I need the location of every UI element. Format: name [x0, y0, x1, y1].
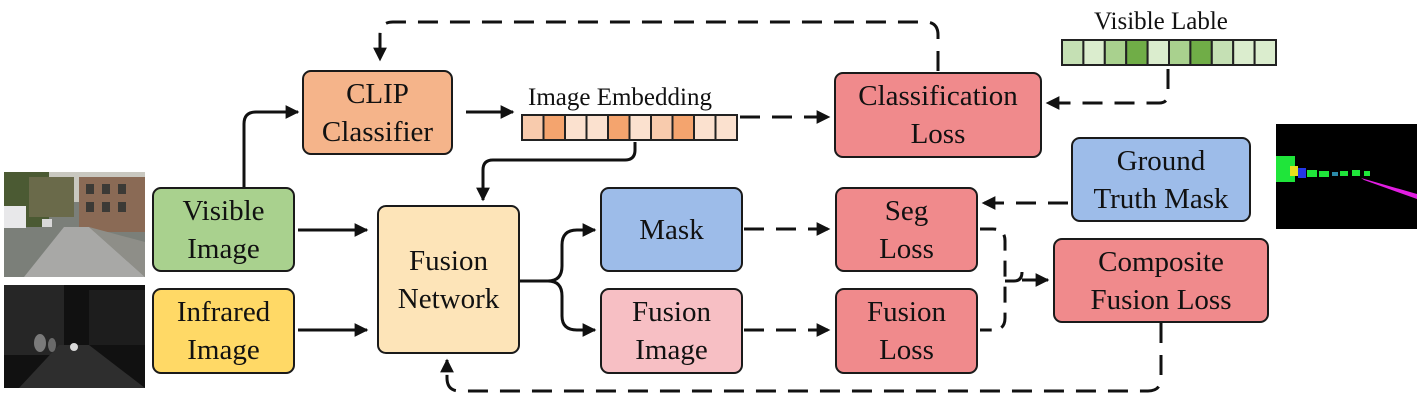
fusion-loss-box: Fusion Loss [835, 288, 978, 374]
label-cell [1061, 39, 1085, 66]
label-cell [1210, 39, 1235, 66]
visible-image-box: Visible Image [152, 187, 295, 272]
embedding-cell [714, 114, 738, 141]
embedding-cell [607, 114, 631, 141]
visible-label-caption: Visible Lable [1094, 8, 1228, 35]
image-embedding-vector [521, 114, 738, 141]
label-cell [1232, 39, 1256, 66]
embedding-cell [628, 114, 652, 141]
embedding-cell [585, 114, 609, 141]
classification-loss-box: Classification Loss [834, 72, 1042, 158]
visible-label-vector [1061, 39, 1277, 66]
seg-loss-box: Seg Loss [835, 187, 978, 272]
label-cell [1189, 39, 1213, 66]
embedding-cell [671, 114, 695, 141]
embedding-cell [650, 114, 674, 141]
label-cell [1125, 39, 1149, 66]
fusion-network-box: Fusion Network [377, 205, 520, 354]
label-cell [1082, 39, 1106, 66]
embedding-cell [693, 114, 717, 141]
label-cell [1168, 39, 1192, 66]
composite-fusion-loss-box: Composite Fusion Loss [1053, 238, 1269, 323]
label-cell [1253, 39, 1277, 66]
embedding-cell [542, 114, 566, 141]
clip-classifier-box: CLIP Classifier [302, 70, 453, 155]
infrared-photo [4, 285, 145, 388]
visible-photo [4, 172, 145, 277]
ground-truth-mask-photo [1276, 124, 1417, 229]
infrared-image-box: Infrared Image [152, 288, 295, 374]
embedding-cell [564, 114, 588, 141]
label-cell [1103, 39, 1128, 66]
label-cell [1146, 39, 1170, 66]
fusion-image-box: Fusion Image [600, 288, 743, 374]
image-embedding-label: Image Embedding [528, 84, 712, 111]
ground-truth-mask-box: Ground Truth Mask [1071, 137, 1251, 222]
mask-box: Mask [600, 187, 743, 272]
embedding-cell [521, 114, 545, 141]
